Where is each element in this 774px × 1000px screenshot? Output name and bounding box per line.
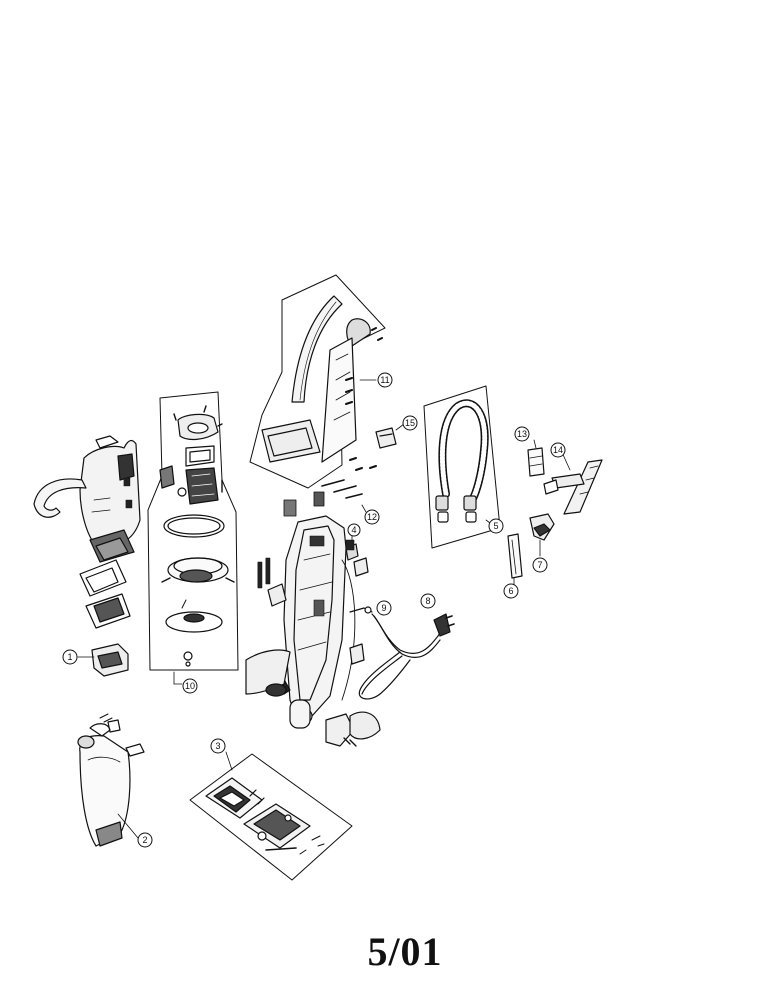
callout-10-label: 10 <box>185 681 195 691</box>
part-14-upholstery-tool <box>543 447 603 515</box>
callout-4: 4 <box>347 523 361 537</box>
callout-9: 9 <box>376 600 392 616</box>
callout-14: 14 <box>550 442 566 458</box>
motor-assembly-panel <box>147 391 239 685</box>
date-code-label: 5/01 <box>367 929 443 974</box>
callout-1-label: 1 <box>67 652 72 662</box>
callout-6: 6 <box>503 583 519 599</box>
base-nozzle-panel <box>189 751 353 881</box>
callout-7: 7 <box>532 557 548 573</box>
callout-6-label: 6 <box>508 586 513 596</box>
callout-2-label: 2 <box>142 835 147 845</box>
callout-9-label: 9 <box>381 603 386 613</box>
part-9-cord-hook <box>349 606 373 614</box>
callout-13-label: 13 <box>517 429 527 439</box>
callout-11-label: 11 <box>380 375 389 385</box>
callout-13: 13 <box>514 426 530 442</box>
callout-5-label: 5 <box>493 521 498 531</box>
callout-1: 1 <box>62 649 78 665</box>
callout-14-label: 14 <box>553 445 563 455</box>
part-1-filter-cup <box>77 643 129 677</box>
callout-3-label: 3 <box>215 741 220 751</box>
callout-11: 11 <box>377 372 393 388</box>
handle-assembly <box>249 274 386 489</box>
main-body-housing <box>245 515 381 747</box>
callout-12-label: 12 <box>367 512 377 522</box>
callout-15: 15 <box>402 415 418 431</box>
callout-10: 10 <box>182 678 198 694</box>
callout-12: 12 <box>364 509 380 525</box>
part-12-screws <box>283 457 377 517</box>
hand-vac-body <box>33 435 175 629</box>
part-13-adapter <box>527 439 545 477</box>
callout-4-label: 4 <box>351 525 356 535</box>
callout-3: 3 <box>210 738 226 754</box>
part-2-dirt-cup <box>77 713 145 847</box>
callout-7-label: 7 <box>537 560 542 570</box>
callout-15-label: 15 <box>405 418 415 428</box>
hose-panel <box>423 385 501 549</box>
part-6-crevice-tool <box>507 533 523 585</box>
part-15-clip <box>375 423 405 449</box>
part-7-dusting-brush <box>529 513 555 557</box>
callout-8-label: 8 <box>425 596 430 606</box>
part-8-power-cord <box>358 613 455 700</box>
callout-8: 8 <box>420 593 436 609</box>
callouts: 1 2 3 4 5 6 7 <box>62 372 566 848</box>
callout-5: 5 <box>488 518 504 534</box>
callout-2: 2 <box>137 832 153 848</box>
